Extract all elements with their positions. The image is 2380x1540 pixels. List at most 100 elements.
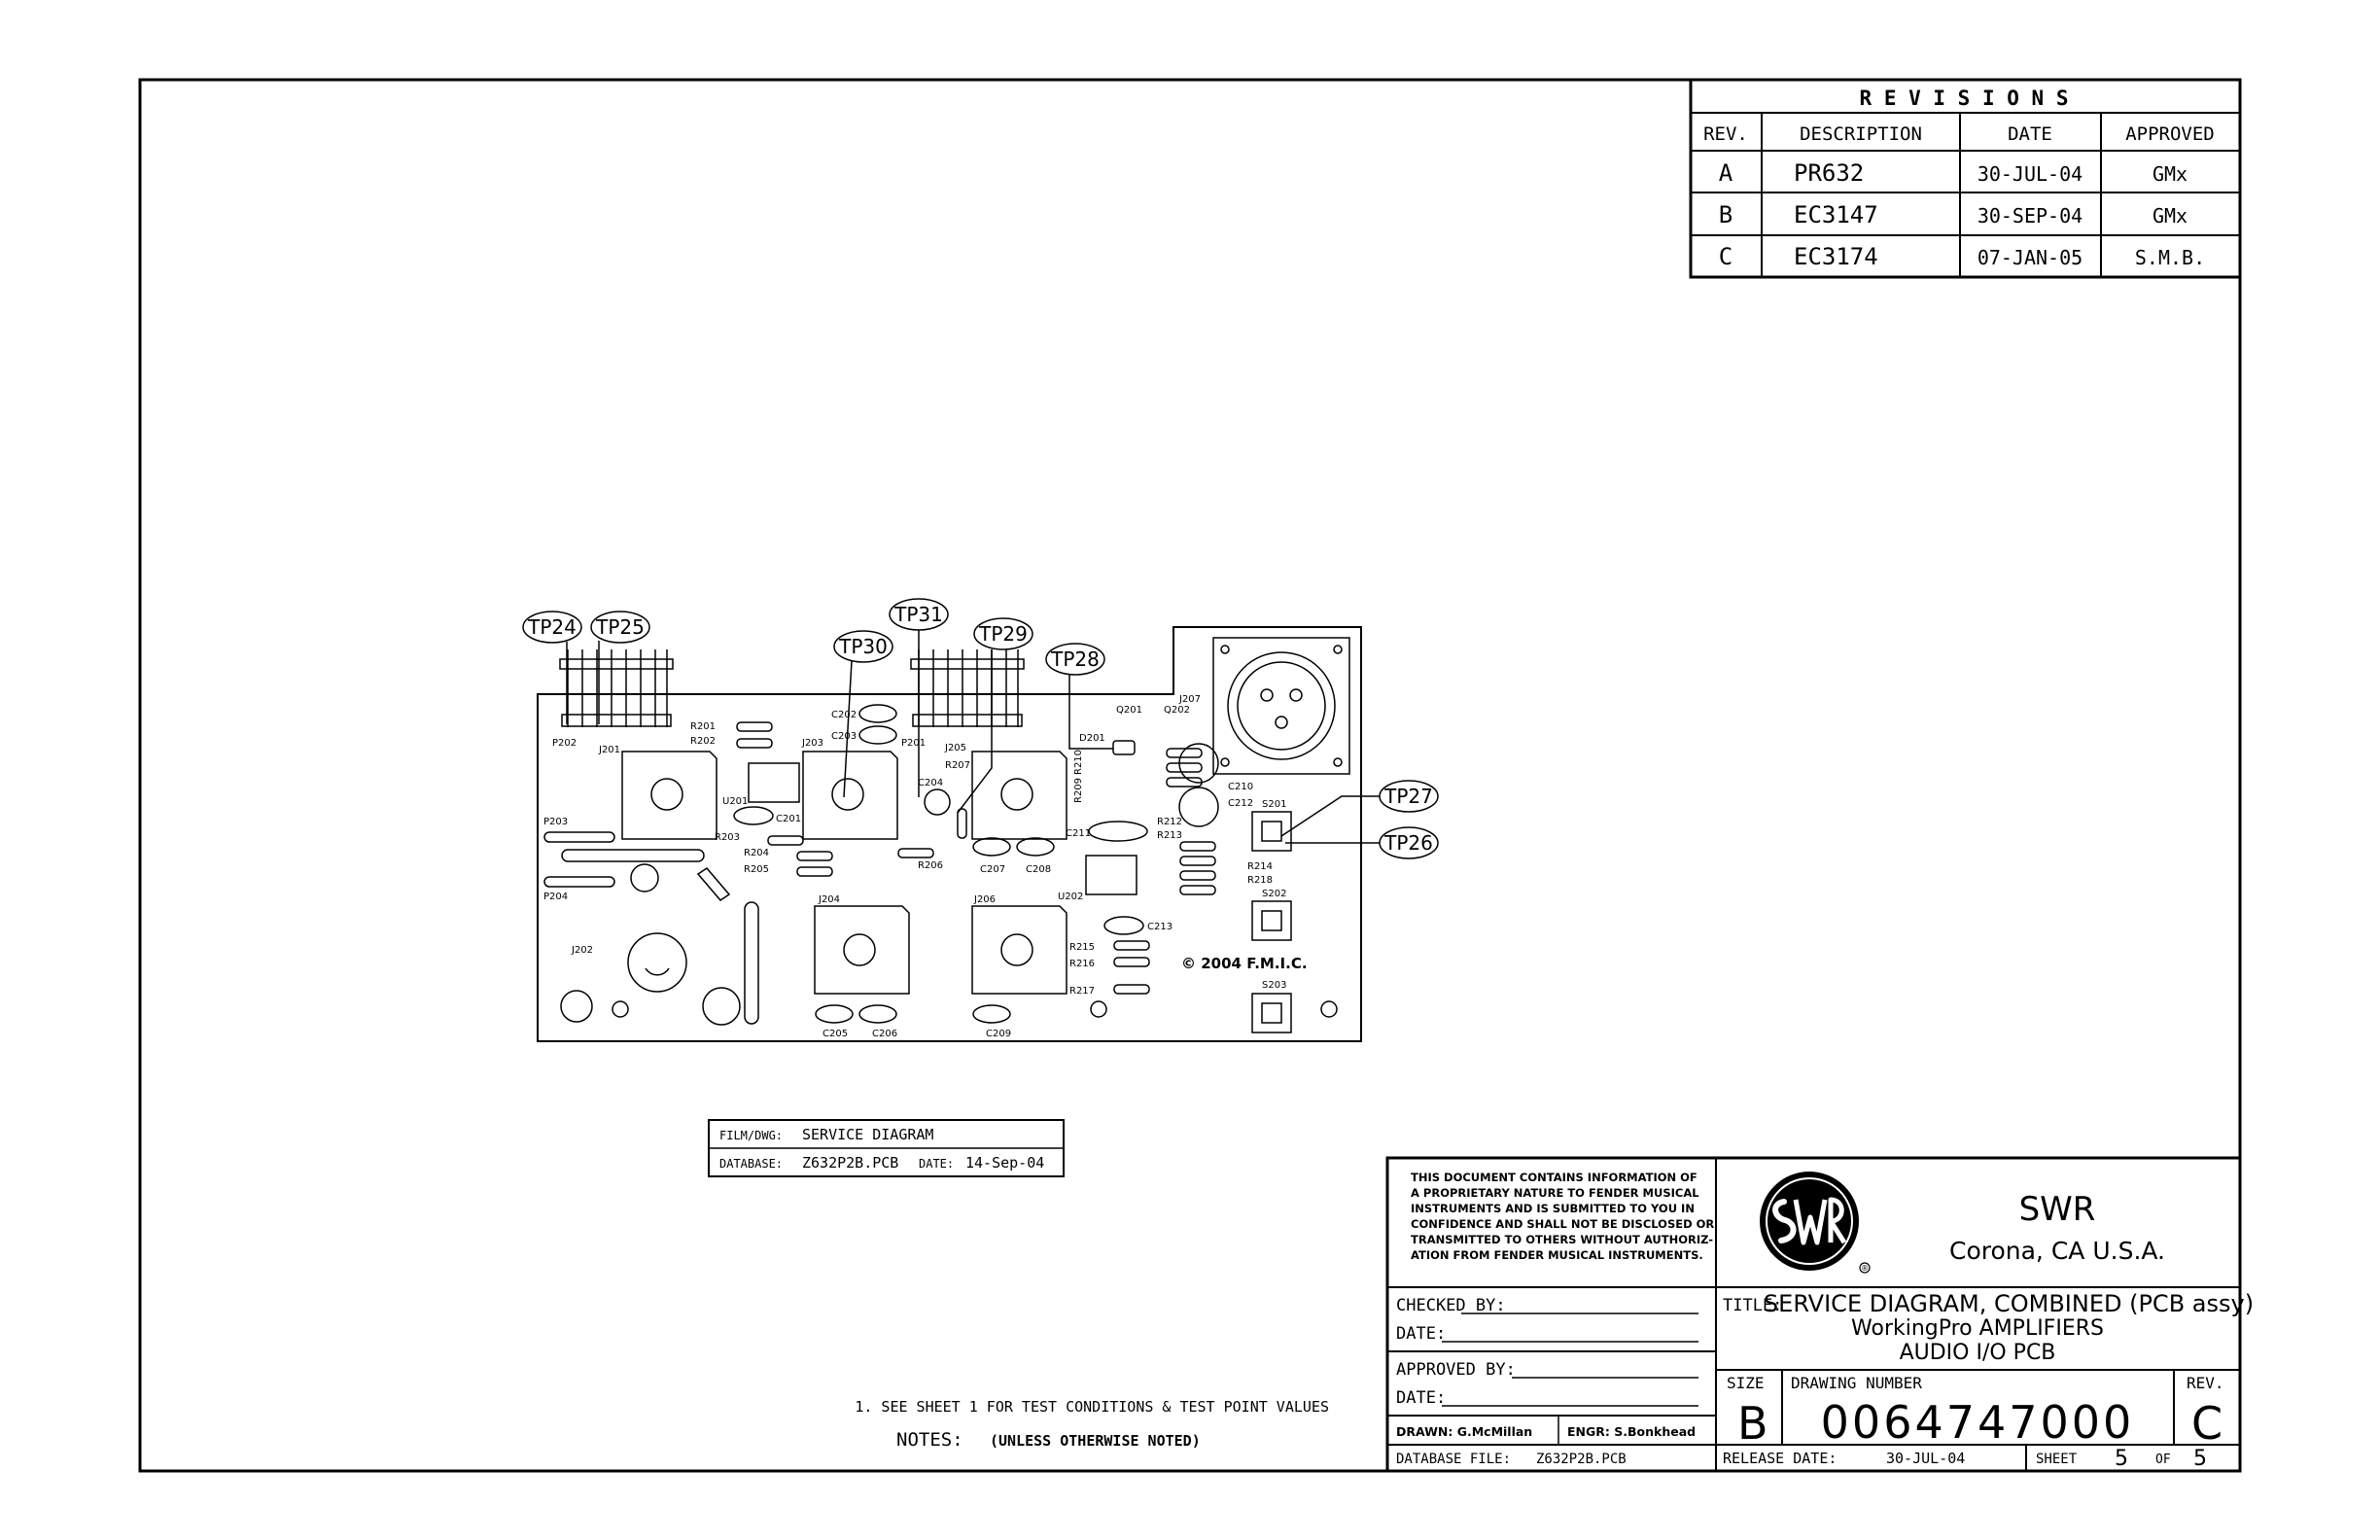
din-jack-key	[645, 967, 670, 976]
rev-c-description: EC3174	[1794, 243, 1878, 270]
label-r217: R217	[1069, 986, 1095, 997]
label-s203: S203	[1262, 980, 1286, 991]
svg-text:ATION FROM FENDER MUSICAL INST: ATION FROM FENDER MUSICAL INSTRUMENTS.	[1411, 1248, 1703, 1262]
mount-hole-1	[612, 1000, 629, 1018]
test-points: TP24 TP25 TP31 TP30 TP29 TP28 TP27 TP26	[522, 598, 1439, 859]
film-box	[708, 1119, 1065, 1177]
ic-u202	[1085, 855, 1138, 895]
switch-s201-cap	[1261, 821, 1282, 842]
label-r218: R218	[1247, 875, 1273, 886]
registered-mark: ®	[1861, 1264, 1869, 1273]
rev-c-letter: C	[1719, 243, 1732, 270]
xlr-jack-j207	[1212, 637, 1350, 775]
pot-j206	[971, 905, 1068, 995]
label-r215: R215	[1069, 942, 1095, 953]
label-j201: J201	[598, 745, 620, 755]
slot-vertical	[744, 901, 759, 1025]
notes-label: NOTES:	[896, 1429, 963, 1451]
rev-header-approved: APPROVED	[2125, 123, 2215, 145]
rev-header-date: DATE	[2008, 123, 2052, 145]
ic-u201	[748, 762, 800, 803]
tp30-label: TP30	[838, 635, 888, 658]
tp29-leader	[957, 649, 993, 814]
label-c204: C204	[918, 778, 943, 788]
pot-j206-shaft	[1000, 933, 1033, 966]
label-q201: Q201	[1116, 705, 1142, 716]
approved-by-label: APPROVED BY:	[1396, 1360, 1516, 1380]
rev-b-approved: GMx	[2152, 204, 2188, 228]
rev-b-date: 30-SEP-04	[1978, 204, 2082, 228]
slot-horizontal	[561, 849, 705, 862]
label-r213: R213	[1157, 830, 1182, 841]
company-location: Corona, CA U.S.A.	[1949, 1237, 2165, 1265]
tp27-label: TP27	[1383, 785, 1433, 808]
header-p201	[910, 649, 1025, 727]
checked-by-label: CHECKED BY:	[1396, 1296, 1506, 1315]
label-j204: J204	[818, 894, 840, 905]
mount-hole-4	[1320, 1000, 1338, 1018]
pot-j203-shaft	[831, 778, 864, 811]
sheet-total: 5	[2193, 1447, 2207, 1471]
rev-a-date: 30-JUL-04	[1978, 162, 2082, 186]
tp24-bubble	[522, 611, 582, 644]
label-j206: J206	[973, 894, 996, 905]
tp28-label: TP28	[1050, 648, 1100, 671]
pot-j203	[802, 751, 898, 840]
cap-c204	[924, 788, 951, 816]
tp30-leader	[843, 660, 853, 798]
label-r212: R212	[1157, 817, 1182, 827]
header-p202	[559, 649, 674, 727]
diode-d201	[1112, 740, 1136, 755]
component-labels: P202 J201 J203 P201 J205 D201 Q201 Q202 …	[543, 694, 1308, 1039]
label-c203: C203	[831, 731, 857, 742]
swr-logo	[1760, 1172, 1871, 1274]
switch-s203	[1251, 993, 1292, 1033]
label-c212: C212	[1228, 798, 1253, 809]
revisions-table	[1689, 78, 2242, 279]
film-date-label: DATE:	[919, 1157, 954, 1171]
release-date: 30-JUL-04	[1886, 1450, 1965, 1467]
label-r209: R209	[1073, 778, 1084, 803]
label-r202: R202	[690, 736, 716, 747]
label-c213: C213	[1147, 922, 1172, 932]
connector-p204	[543, 876, 615, 888]
label-c210: C210	[1228, 782, 1253, 792]
sheet-number: 5	[2115, 1447, 2128, 1471]
pot-j204	[814, 905, 910, 995]
notes-qualifier: (UNLESS OTHERWISE NOTED)	[990, 1432, 1201, 1450]
rev-header-rev: REV.	[1703, 123, 1748, 145]
film-label: FILM/DWG:	[719, 1129, 783, 1142]
title-line-1: SERVICE DIAGRAM, COMBINED (PCB assy)	[1764, 1290, 2254, 1317]
rev-label: REV.	[2187, 1374, 2224, 1392]
switch-s203-cap	[1261, 1002, 1282, 1024]
tp25-bubble	[590, 611, 650, 644]
rev-b-description: EC3147	[1794, 201, 1878, 228]
checked-date-label: DATE:	[1396, 1324, 1446, 1344]
label-r201: R201	[690, 721, 716, 732]
pot-j201-shaft	[650, 778, 683, 811]
label-c206: C206	[872, 1029, 897, 1039]
title-line-3: AUDIO I/O PCB	[1900, 1341, 2056, 1365]
din-jack-j202	[627, 932, 687, 993]
label-c209: C209	[986, 1029, 1011, 1039]
tp29-label: TP29	[978, 622, 1028, 646]
tp29-bubble	[973, 617, 1033, 650]
rev-a-description: PR632	[1794, 159, 1864, 187]
pcb-copyright: © 2004 F.M.I.C.	[1181, 955, 1308, 972]
label-j207: J207	[1178, 694, 1201, 705]
label-p203: P203	[543, 817, 568, 827]
tp30-bubble	[833, 630, 893, 663]
label-s201: S201	[1262, 799, 1286, 810]
label-r205: R205	[744, 864, 769, 875]
label-d201: D201	[1079, 733, 1105, 744]
film-value: SERVICE DIAGRAM	[802, 1126, 933, 1143]
pot-j205	[971, 751, 1068, 840]
tp26-label: TP26	[1383, 831, 1433, 855]
drawn-by: DRAWN: G.McMillan	[1396, 1424, 1532, 1439]
rev-a-approved: GMx	[2152, 162, 2188, 186]
sheet-border	[138, 78, 2242, 1473]
database-label: DATABASE:	[719, 1157, 783, 1171]
jack-mount-left	[560, 990, 593, 1023]
note-1: 1. SEE SHEET 1 FOR TEST CONDITIONS & TES…	[855, 1398, 1329, 1416]
release-date-label: RELEASE DATE:	[1723, 1450, 1837, 1467]
